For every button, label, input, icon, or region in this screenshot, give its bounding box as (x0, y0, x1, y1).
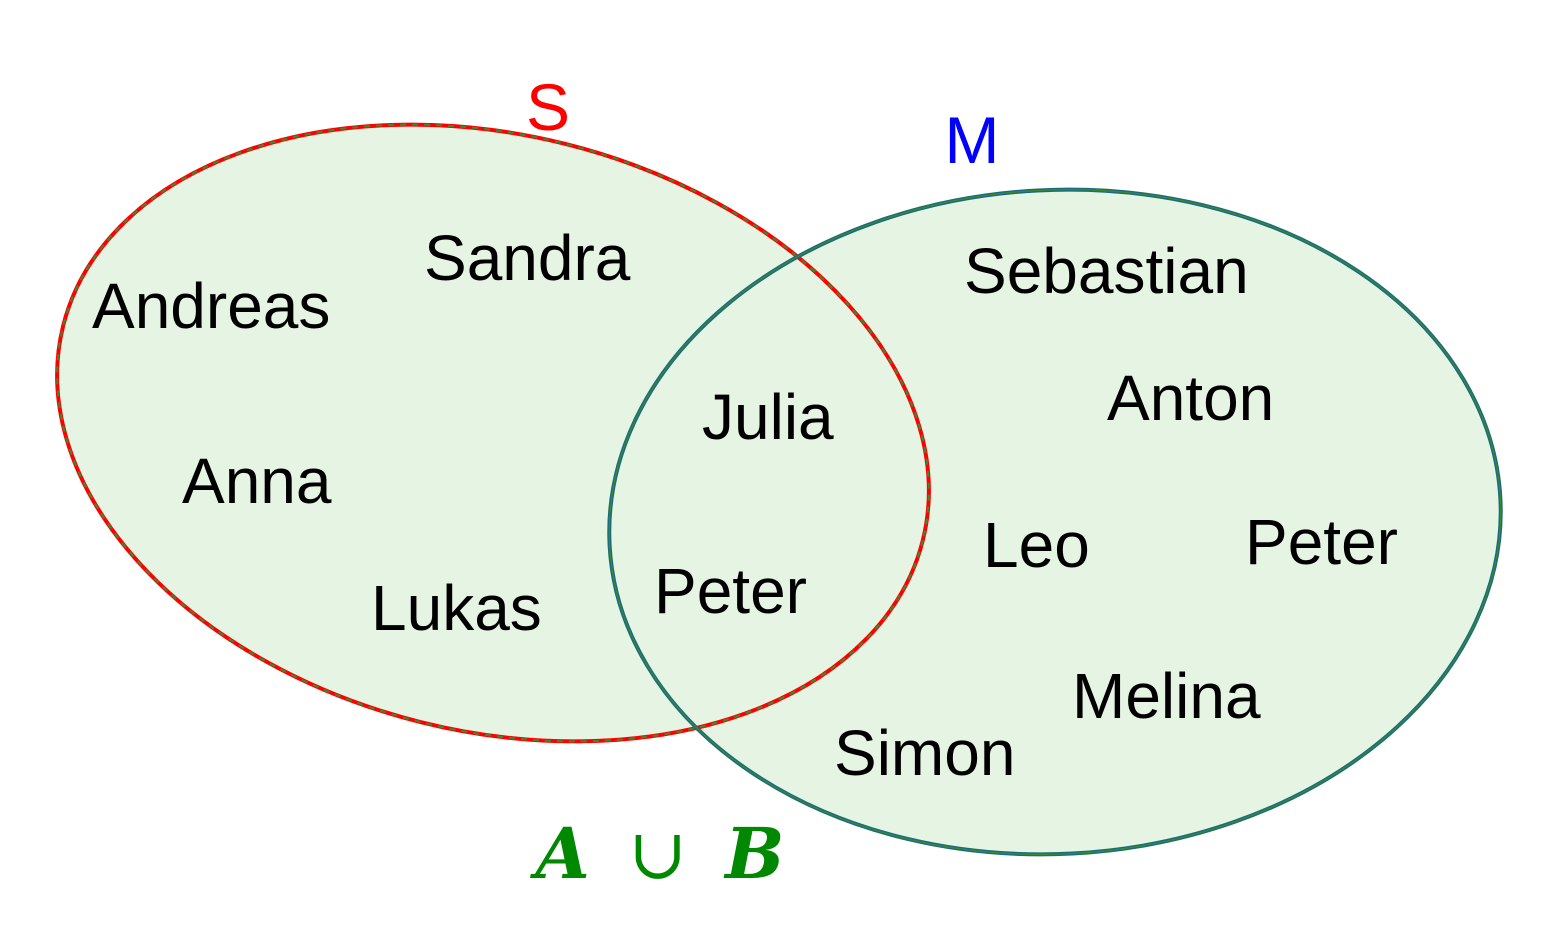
member-peter-intersection: Peter (654, 555, 807, 627)
set-s-fill (57, 124, 929, 742)
union-operator: ∪ (628, 813, 687, 895)
member-julia: Julia (702, 381, 834, 453)
member-andreas: Andreas (92, 270, 330, 342)
member-sebastian: Sebastian (964, 235, 1249, 307)
member-lukas: Lukas (371, 572, 542, 644)
union-caption: A ∪ B (530, 812, 785, 895)
set-s-outline (55, 122, 931, 744)
member-simon: Simon (834, 717, 1015, 789)
member-sandra: Sandra (424, 222, 631, 294)
member-leo: Leo (983, 509, 1090, 581)
union-var-b: B (723, 812, 784, 895)
member-anton: Anton (1107, 362, 1274, 434)
union-region (57, 124, 1501, 855)
set-s-label: S (526, 70, 570, 144)
member-peter-m: Peter (1245, 506, 1398, 578)
member-melina: Melina (1072, 660, 1261, 732)
union-var-a: A (530, 812, 590, 895)
member-anna: Anna (182, 445, 332, 517)
set-m-label: M (945, 103, 1000, 177)
set-m-outline (607, 187, 1503, 857)
